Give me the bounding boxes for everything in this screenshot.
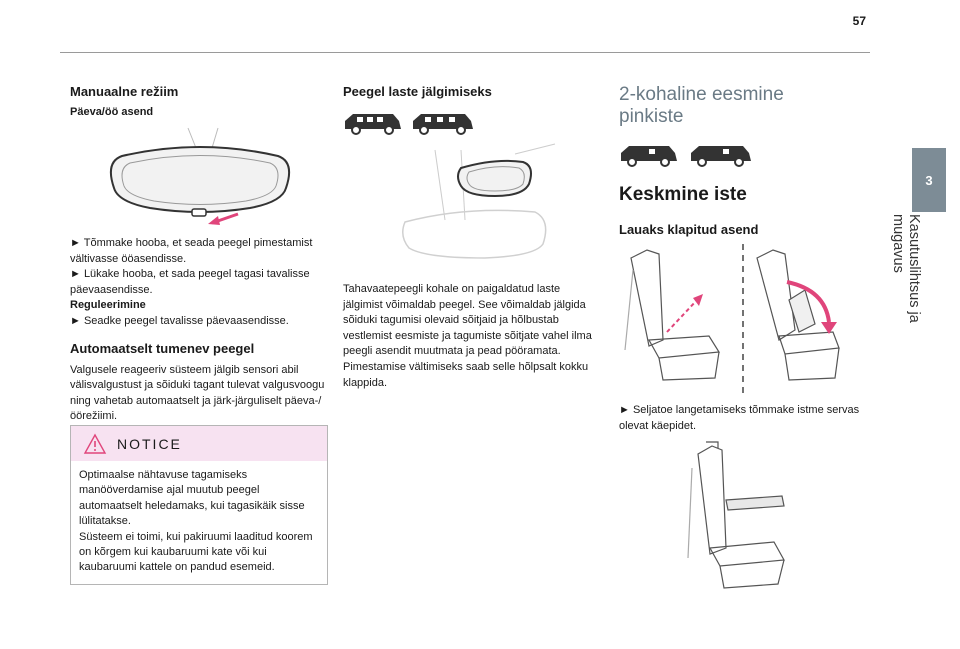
heading-table-position: Lauaks klapitud asend <box>619 222 759 237</box>
rearview-mirror-illustration <box>109 127 291 225</box>
notice-body: Optimaalse nähtavuse tagamiseks manööver… <box>71 461 327 576</box>
notice-box: NOTICE Optimaalse nähtavuse tagamiseks m… <box>70 425 328 585</box>
header-rule <box>60 52 870 53</box>
page-number: 57 <box>852 14 866 28</box>
van-icons-2 <box>621 146 751 167</box>
heading-auto-dimming: Automaatselt tumenev peegel <box>70 340 255 356</box>
notice-text-reverse: Optimaalse nähtavuse tagamiseks manööver… <box>79 469 305 528</box>
para-auto-dimming: Valgusele reageeriv süsteem jälgib senso… <box>70 363 325 423</box>
seat-fold-illustration <box>624 244 840 396</box>
section-title: 2-kohaline eesmine pinkiste <box>619 84 784 127</box>
heading-child-mirror: Peegel laste jälgimiseks <box>343 84 492 99</box>
chapter-title: Kasutuslihtsus ja mugavus <box>890 214 922 323</box>
seat-table-illustration <box>687 441 785 589</box>
manual-mode-text: ► Tõmmake hooba, et seada peegel pimesta… <box>70 236 328 425</box>
child-mirror-illustration <box>402 143 556 259</box>
warning-icon <box>83 433 107 454</box>
column-child-mirror: Peegel laste jälgimiseks <box>343 84 599 106</box>
seat-fold-text: ► Seljatoe langetamiseks tõmmake istme s… <box>619 403 867 434</box>
van-icon-long <box>413 114 473 135</box>
para-lower-backrest: ► Seljatoe langetamiseks tõmmake istme s… <box>619 404 860 432</box>
column-manual-mode: Manuaalne režiim Päeva/öö asend <box>70 84 328 122</box>
notice-header: NOTICE <box>71 426 327 461</box>
front-bench-text: Keskmine iste Lauaks klapitud asend <box>619 184 867 237</box>
chapter-tab[interactable]: 3 <box>912 148 946 212</box>
para-pull-lever: ► Tõmmake hooba, et seada peegel pimesta… <box>70 237 313 265</box>
para-child-mirror: Tahavaatepeegli kohale on paigaldatud la… <box>343 283 592 389</box>
heading-middle-seat: Keskmine iste <box>619 184 747 205</box>
van-icon-short <box>345 114 401 135</box>
van-icon-short <box>621 146 677 167</box>
label-adjustment: Reguleerimine <box>70 299 146 312</box>
column-front-bench: 2-kohaline eesmine pinkiste <box>619 84 867 128</box>
child-mirror-text: Tahavaatepeegli kohale on paigaldatud la… <box>343 282 599 391</box>
heading-manual-mode: Manuaalne režiim <box>70 84 179 99</box>
van-icons <box>345 114 473 135</box>
sub-day-night: Päeva/öö asend <box>70 106 154 118</box>
para-adjust: ► Seadke peegel tavalisse päevaasendisse… <box>70 315 289 328</box>
notice-text-load: Süsteem ei toimi, kui pakiruumi laaditud… <box>79 530 313 574</box>
para-push-lever: ► Lükake hooba, et sada peegel tagasi ta… <box>70 268 310 296</box>
van-icon-long <box>691 146 751 167</box>
notice-title: NOTICE <box>117 435 182 452</box>
